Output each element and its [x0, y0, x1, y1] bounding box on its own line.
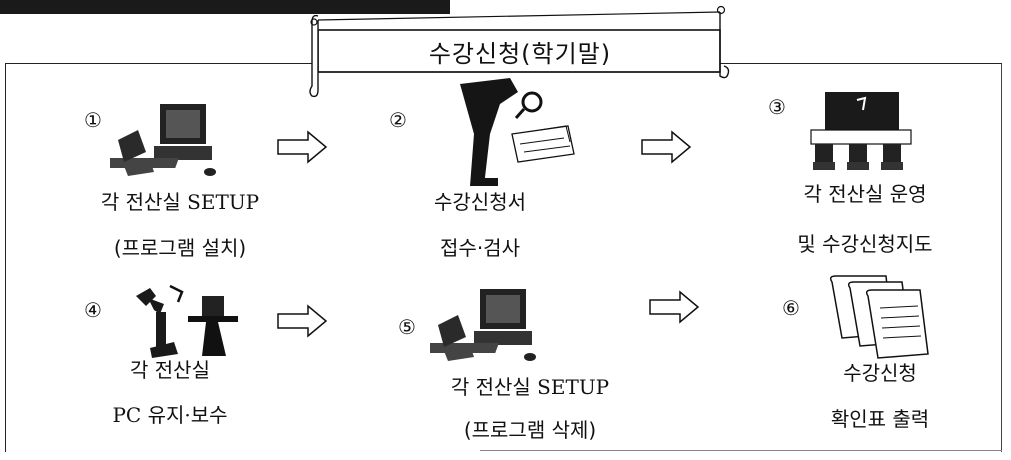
- arrow-right-icon: [277, 130, 328, 164]
- step-5-line-1: 각 전산실 SETUP: [450, 375, 610, 399]
- arrow-right-icon: [277, 304, 328, 338]
- arrow-right-icon: [641, 130, 692, 164]
- inspector-icon: [460, 78, 575, 186]
- step-3-line-2: 및 수강신청지도: [797, 232, 933, 256]
- step-2-line-1: 수강신청서: [434, 190, 526, 214]
- title-banner: 수강신청(학기말): [300, 0, 740, 104]
- step-4-line-2: PC 유지·보수: [112, 403, 228, 427]
- step-number-2: ②: [389, 108, 407, 132]
- arrow-right-icon: [649, 290, 700, 324]
- diagram-title: 수강신청(학기말): [428, 39, 612, 68]
- scroll-banner-icon: [309, 5, 730, 98]
- step-number-5: ⑤: [398, 315, 416, 339]
- step-6-line-1: 수강신청: [843, 361, 917, 385]
- step-4-line-1: 각 전산실: [130, 358, 210, 382]
- computer-icon: [110, 104, 216, 176]
- top-rule: [0, 0, 450, 14]
- frame-bottom-rule: [480, 450, 1002, 451]
- step-number-6: ⑥: [782, 296, 800, 320]
- repair-icon: [136, 284, 238, 358]
- step-1-line-2: (프로그램 설치): [113, 236, 247, 260]
- step-3-line-1: 각 전산실 운영: [803, 182, 927, 206]
- step-number-1: ①: [84, 108, 102, 132]
- step-number-4: ④: [84, 298, 102, 322]
- computer-icon: [430, 289, 536, 361]
- step-5-line-2: (프로그램 삭제): [463, 418, 597, 442]
- classroom-icon: [810, 92, 912, 170]
- step-1-line-1: 각 전산실 SETUP: [100, 190, 260, 214]
- step-2-line-2: 접수·검사: [440, 236, 520, 260]
- step-number-3: ③: [768, 95, 786, 119]
- step-6-line-2: 확인표 출력: [830, 407, 930, 431]
- document-stack-icon: [829, 275, 929, 359]
